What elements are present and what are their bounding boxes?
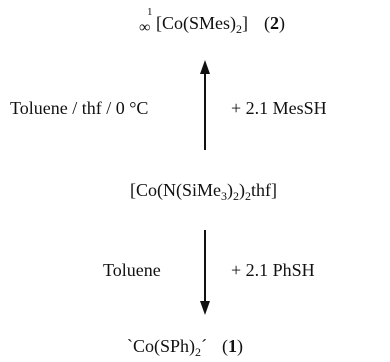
upper-step-reagent: + 2.1 MesSH xyxy=(231,98,327,118)
starting-material-formula: [Co(N(SiMe3)2)2thf] xyxy=(130,180,277,203)
up-arrow xyxy=(200,60,210,150)
polymer-infinity-symbol: ∞ xyxy=(139,19,151,36)
down-arrow xyxy=(200,230,210,315)
product-2-label: (2) xyxy=(264,13,285,33)
lower-step-conditions: Toluene xyxy=(103,260,161,280)
lower-step-reagent: + 2.1 PhSH xyxy=(231,260,315,280)
product-2-formula: [Co(SMes)2] xyxy=(156,13,248,36)
upper-step-conditions: Toluene / thf / 0 °C xyxy=(10,98,149,118)
product-1-formula: `Co(SPh)2´ xyxy=(127,336,208,359)
product-1-label: (1) xyxy=(222,336,243,356)
polymer-dimension-superscript: 1 xyxy=(147,6,153,18)
